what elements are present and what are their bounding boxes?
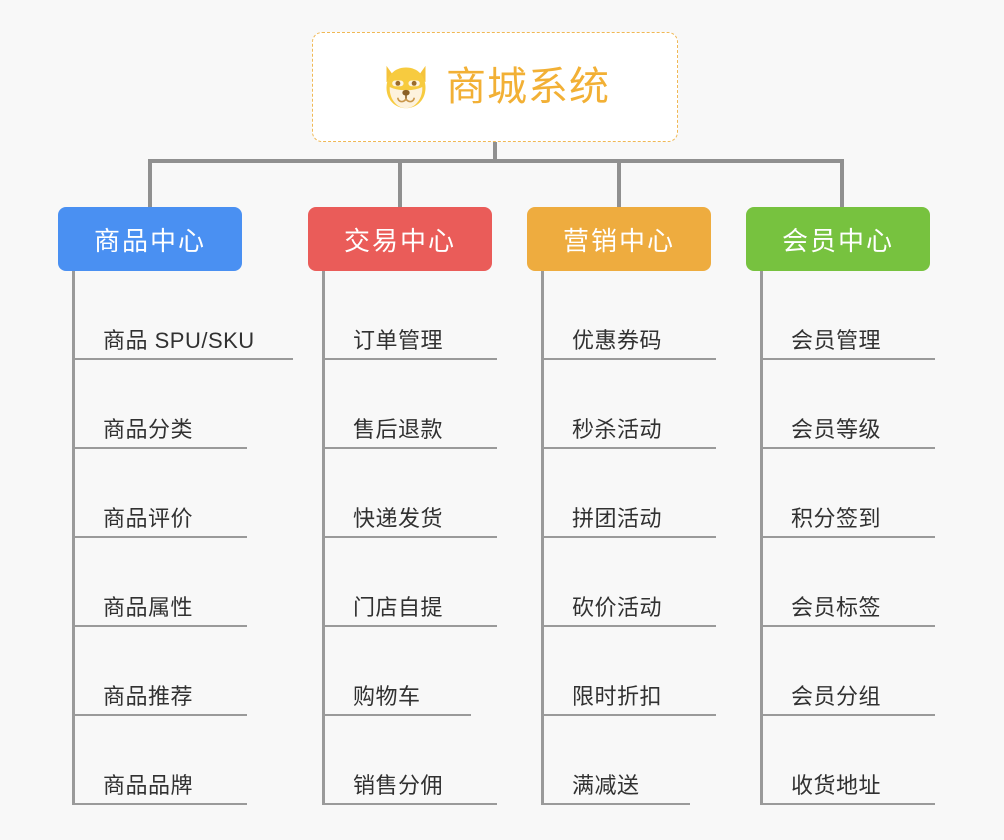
leaf-label: 商品推荐 [103,683,194,709]
connector-drop-col-2 [617,159,621,207]
leaf-stack-1: 订单管理 售后退款 快递发货 门店自提 购物车 销售分佣 [322,271,497,805]
category-title-2: 营销中心 [562,225,675,256]
leaf-item[interactable]: 拼团活动 [544,449,716,538]
connector-drop-col-0 [148,159,152,207]
leaf-label: 满减送 [572,772,640,798]
category-header-2[interactable]: 营销中心 [527,207,711,271]
leaf-item[interactable]: 商品属性 [75,538,247,627]
leaf-label: 会员分组 [791,683,882,709]
leaf-item[interactable]: 收货地址 [763,716,935,805]
connector-root-stem [493,142,497,163]
category-header-0[interactable]: 商品中心 [58,207,242,271]
leaf-item[interactable]: 积分签到 [763,449,935,538]
root-node-mall-system[interactable]: 商城系统 [312,32,678,142]
leaf-label: 销售分佣 [353,772,444,798]
leaf-label: 购物车 [353,683,421,709]
leaf-item[interactable]: 购物车 [325,627,471,716]
shiba-dog-face-icon [386,65,426,109]
leaf-item[interactable]: 订单管理 [325,271,497,360]
leaf-label: 售后退款 [353,416,444,442]
leaf-item[interactable]: 砍价活动 [544,538,716,627]
category-title-0: 商品中心 [93,225,206,256]
leaf-item[interactable]: 门店自提 [325,538,497,627]
leaf-item[interactable]: 会员分组 [763,627,935,716]
leaf-item[interactable]: 会员等级 [763,360,935,449]
leaf-item[interactable]: 售后退款 [325,360,497,449]
leaf-item[interactable]: 商品 SPU/SKU [75,271,293,360]
leaf-label: 限时折扣 [572,683,663,709]
leaf-label: 积分签到 [791,505,882,531]
leaf-item[interactable]: 优惠券码 [544,271,716,360]
leaf-label: 商品评价 [103,505,194,531]
leaf-label: 会员管理 [791,327,882,353]
category-column-2: 营销中心 优惠券码 秒杀活动 拼团活动 砍价活动 限时折扣 满减送 [527,207,716,805]
leaf-label: 砍价活动 [572,594,663,620]
leaf-item[interactable]: 快递发货 [325,449,497,538]
category-column-0: 商品中心 商品 SPU/SKU 商品分类 商品评价 商品属性 商品推荐 商品品牌 [58,207,293,805]
leaf-label: 优惠券码 [572,327,663,353]
leaf-label: 商品品牌 [103,772,194,798]
leaf-item[interactable]: 会员标签 [763,538,935,627]
leaf-label: 收货地址 [791,772,882,798]
connector-drop-col-3 [840,159,844,207]
leaf-stack-2: 优惠券码 秒杀活动 拼团活动 砍价活动 限时折扣 满减送 [541,271,716,805]
connector-drop-col-1 [398,159,402,207]
leaf-item[interactable]: 销售分佣 [325,716,497,805]
leaf-item[interactable]: 商品评价 [75,449,247,538]
leaf-stack-0: 商品 SPU/SKU 商品分类 商品评价 商品属性 商品推荐 商品品牌 [72,271,293,805]
leaf-label: 商品属性 [103,594,194,620]
leaf-label: 快递发货 [353,505,444,531]
leaf-item[interactable]: 满减送 [544,716,690,805]
leaf-label: 会员标签 [791,594,882,620]
leaf-item[interactable]: 商品推荐 [75,627,247,716]
leaf-label: 商品 SPU/SKU [103,327,255,353]
leaf-label: 门店自提 [353,594,444,620]
leaf-item[interactable]: 会员管理 [763,271,935,360]
leaf-item[interactable]: 商品分类 [75,360,247,449]
leaf-item[interactable]: 秒杀活动 [544,360,716,449]
leaf-label: 订单管理 [353,327,444,353]
connector-bus [148,159,844,163]
leaf-label: 拼团活动 [572,505,663,531]
category-column-1: 交易中心 订单管理 售后退款 快递发货 门店自提 购物车 销售分佣 [308,207,497,805]
root-title: 商城系统 [446,65,610,109]
category-column-3: 会员中心 会员管理 会员等级 积分签到 会员标签 会员分组 收货地址 [746,207,935,805]
leaf-label: 商品分类 [103,416,194,442]
category-title-3: 会员中心 [781,225,894,256]
leaf-item[interactable]: 限时折扣 [544,627,716,716]
category-header-1[interactable]: 交易中心 [308,207,492,271]
leaf-stack-3: 会员管理 会员等级 积分签到 会员标签 会员分组 收货地址 [760,271,935,805]
category-title-1: 交易中心 [343,225,456,256]
leaf-label: 秒杀活动 [572,416,663,442]
leaf-label: 会员等级 [791,416,882,442]
leaf-item[interactable]: 商品品牌 [75,716,247,805]
category-header-3[interactable]: 会员中心 [746,207,930,271]
